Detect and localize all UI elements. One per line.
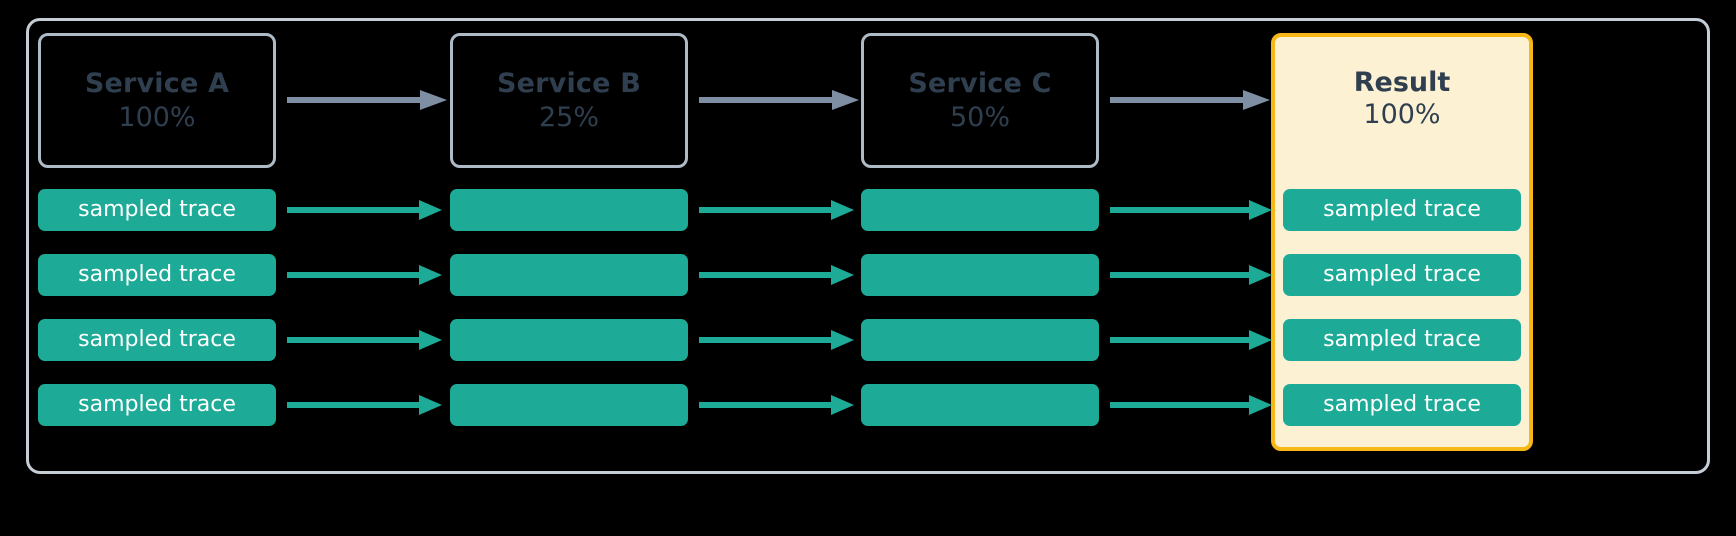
trace-label: sampled trace — [78, 392, 236, 417]
trace-arrow-row1-col1-to-col2 — [287, 199, 442, 221]
trace-arrow-row4-col2-to-col3 — [699, 394, 854, 416]
trace-label: sampled trace — [1323, 392, 1481, 417]
trace-arrow-row2-col3-to-result — [1110, 264, 1272, 286]
flow-arrow-b-to-c — [699, 89, 859, 111]
trace-bar-row2-col1[interactable]: sampled trace — [38, 254, 276, 296]
trace-label: sampled trace — [1323, 327, 1481, 352]
service-box-a[interactable]: Service A 100% — [38, 33, 276, 168]
trace-arrow-row4-col1-to-col2 — [287, 394, 442, 416]
trace-bar-row4-col3[interactable] — [861, 384, 1099, 426]
trace-bar-row2-result[interactable]: sampled trace — [1283, 254, 1521, 296]
trace-bar-row4-col1[interactable]: sampled trace — [38, 384, 276, 426]
trace-arrow-row1-col3-to-result — [1110, 199, 1272, 221]
trace-arrow-row3-col1-to-col2 — [287, 329, 442, 351]
trace-arrow-row3-col3-to-result — [1110, 329, 1272, 351]
service-c-title: Service C — [908, 67, 1052, 99]
service-box-c[interactable]: Service C 50% — [861, 33, 1099, 168]
flow-arrow-a-to-b — [287, 89, 447, 111]
service-b-percent: 25% — [538, 101, 599, 133]
trace-bar-row4-col2[interactable] — [450, 384, 688, 426]
trace-label: sampled trace — [78, 262, 236, 287]
result-box[interactable]: Result 100% — [1271, 33, 1533, 451]
result-percent: 100% — [1363, 99, 1441, 130]
diagram-outer-frame — [26, 18, 1710, 474]
service-a-title: Service A — [84, 67, 230, 99]
trace-bar-row1-col2[interactable] — [450, 189, 688, 231]
flow-arrow-c-to-result — [1110, 89, 1270, 111]
service-box-b[interactable]: Service B 25% — [450, 33, 688, 168]
trace-label: sampled trace — [78, 197, 236, 222]
trace-label: sampled trace — [1323, 197, 1481, 222]
result-title: Result — [1353, 67, 1451, 98]
trace-bar-row3-col2[interactable] — [450, 319, 688, 361]
trace-arrow-row1-col2-to-col3 — [699, 199, 854, 221]
trace-bar-row2-col3[interactable] — [861, 254, 1099, 296]
trace-bar-row4-result[interactable]: sampled trace — [1283, 384, 1521, 426]
trace-arrow-row2-col2-to-col3 — [699, 264, 854, 286]
service-a-percent: 100% — [118, 101, 196, 133]
trace-bar-row3-col3[interactable] — [861, 319, 1099, 361]
service-b-title: Service B — [496, 67, 642, 99]
trace-bar-row3-col1[interactable]: sampled trace — [38, 319, 276, 361]
trace-bar-row1-col1[interactable]: sampled trace — [38, 189, 276, 231]
trace-arrow-row2-col1-to-col2 — [287, 264, 442, 286]
trace-label: sampled trace — [1323, 262, 1481, 287]
trace-bar-row3-result[interactable]: sampled trace — [1283, 319, 1521, 361]
trace-bar-row2-col2[interactable] — [450, 254, 688, 296]
service-c-percent: 50% — [949, 101, 1010, 133]
trace-arrow-row4-col3-to-result — [1110, 394, 1272, 416]
trace-label: sampled trace — [78, 327, 236, 352]
trace-bar-row1-col3[interactable] — [861, 189, 1099, 231]
trace-arrow-row3-col2-to-col3 — [699, 329, 854, 351]
trace-bar-row1-result[interactable]: sampled trace — [1283, 189, 1521, 231]
